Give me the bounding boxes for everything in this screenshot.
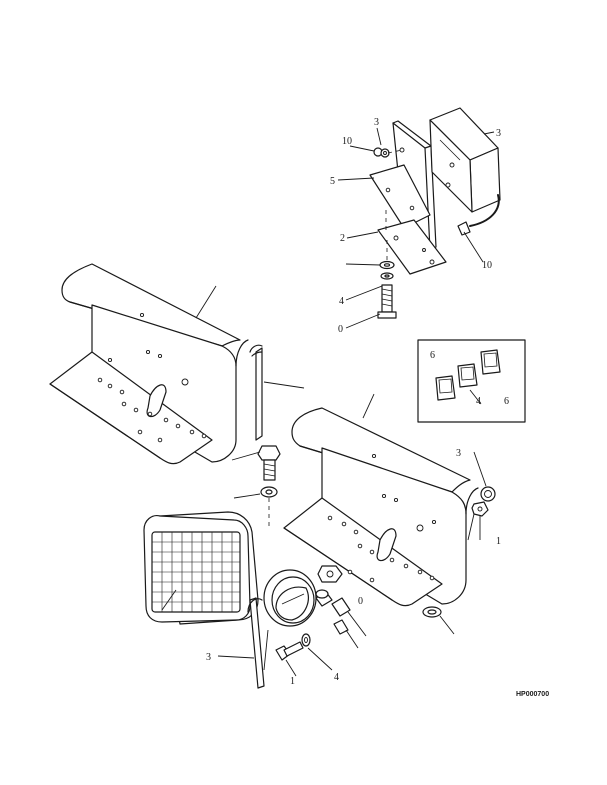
sleeve-connectors xyxy=(315,589,351,635)
callout-label: 6 xyxy=(504,396,509,407)
washer-stack xyxy=(379,260,395,280)
callout-label: 5 xyxy=(330,176,335,187)
callout-label: 0 xyxy=(338,324,343,335)
callout-label: 2 xyxy=(340,233,345,244)
assembly-centerline-upper xyxy=(385,149,403,262)
grommet-right-upper xyxy=(480,486,496,502)
switch-left xyxy=(435,375,456,401)
callout-label: 3 xyxy=(206,652,211,663)
wire-lead-floodlight xyxy=(247,597,265,689)
nut-right xyxy=(471,501,489,517)
callout-label: 1 xyxy=(496,536,501,547)
switch-middle xyxy=(457,363,478,388)
figure-id: HP000700 xyxy=(516,691,549,698)
connector-small xyxy=(457,221,471,236)
leader-lines xyxy=(161,127,495,677)
callout-label: 6 xyxy=(430,350,435,361)
callout-label: 3 xyxy=(456,448,461,459)
switch-right xyxy=(480,349,501,375)
callout-label: 10 xyxy=(482,260,492,271)
bracket-left xyxy=(49,263,249,465)
callout-label: 3 xyxy=(374,117,379,128)
lock-washer-nut-top xyxy=(373,147,390,158)
mounting-plate xyxy=(377,219,447,275)
callout-label: 10 xyxy=(342,136,352,147)
callout-label: 3 xyxy=(496,128,501,139)
lamp-rear-cover xyxy=(263,569,317,627)
grommet-right-lower xyxy=(422,606,442,618)
washer-middle xyxy=(260,486,278,498)
callout-labels: 10 3 3 5 2 10 4 0 6 6 3 0 1 4 3 1 4 xyxy=(206,117,509,687)
callout-label: 4 xyxy=(334,672,339,683)
bracket-right xyxy=(283,407,479,607)
switch-inset-box xyxy=(417,339,526,423)
callout-label: 4 xyxy=(339,296,344,307)
hex-bolt-middle xyxy=(257,445,281,481)
callout-label: 4 xyxy=(476,396,481,407)
screw-lower xyxy=(275,641,304,661)
floodlight-housing xyxy=(143,511,259,625)
callout-label: 1 xyxy=(290,676,295,687)
callout-label: 0 xyxy=(358,596,363,607)
bracket-assembly-upper xyxy=(369,120,437,251)
light-housing-small xyxy=(429,107,501,227)
rod-wire-left xyxy=(249,344,263,441)
lens-grid xyxy=(152,532,240,612)
hex-nut-lower xyxy=(317,565,343,583)
hex-bolt-upper xyxy=(377,284,397,319)
washer-lower xyxy=(301,633,311,647)
